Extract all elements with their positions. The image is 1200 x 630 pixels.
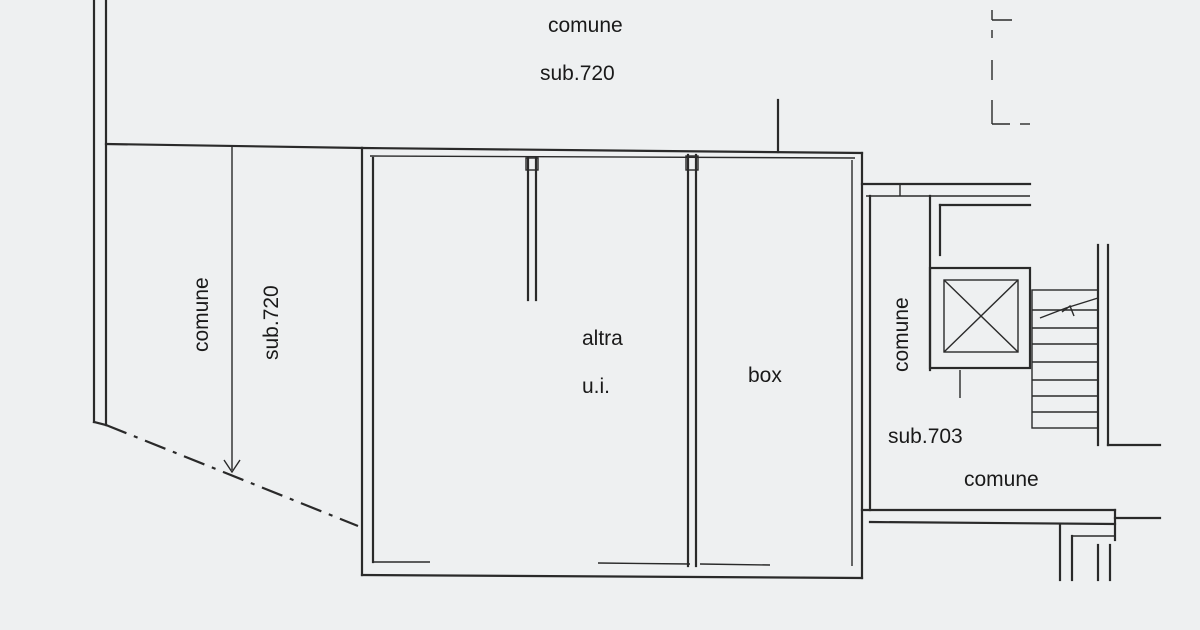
stair-core — [860, 182, 1162, 582]
label-sub-703: sub.703 — [888, 425, 963, 448]
label-top-comune: comune — [548, 14, 623, 37]
staircase — [1031, 243, 1162, 447]
upper-boundary-wall — [104, 98, 864, 159]
label-ui: u.i. — [582, 375, 610, 398]
corridor-divider — [223, 147, 241, 474]
label-stair-comune: comune — [890, 297, 913, 372]
left-outer-wall — [92, 0, 108, 427]
dashed-boundary-line — [105, 423, 359, 528]
label-left-comune: comune — [190, 277, 213, 352]
units-block — [360, 146, 864, 580]
label-box: box — [748, 364, 782, 387]
label-left-sub: sub.720 — [260, 285, 283, 360]
top-right-dashed-corner — [991, 10, 1030, 125]
label-top-sub: sub.720 — [540, 62, 615, 85]
lift-shaft — [928, 266, 1032, 398]
label-altra: altra — [582, 327, 623, 350]
label-bottom-comune: comune — [964, 468, 1039, 491]
